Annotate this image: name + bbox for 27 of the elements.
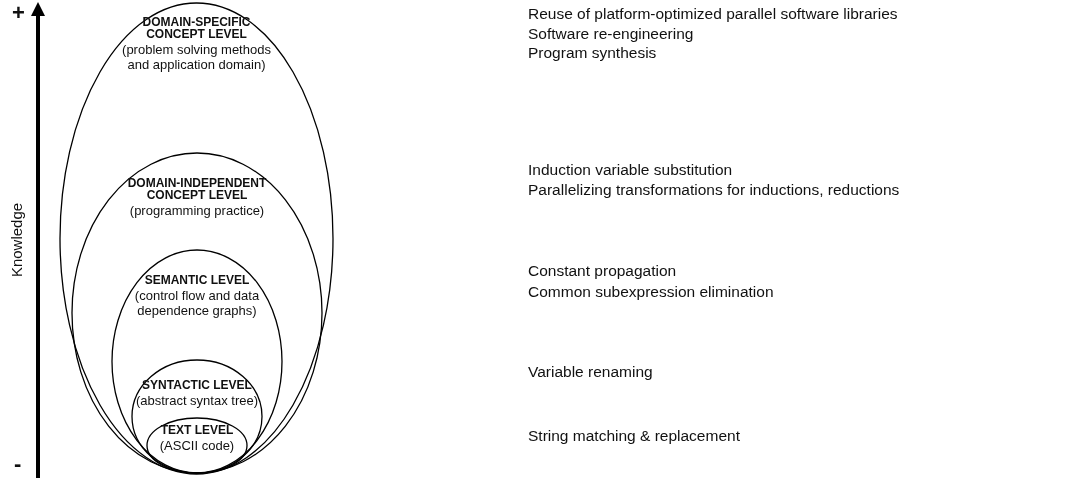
- level-description: (abstract syntax tree): [135, 393, 259, 408]
- technique-text: String matching & replacement: [528, 427, 740, 445]
- minus-sign: -: [14, 455, 22, 473]
- technique-text: Reuse of platform-optimized parallel software libraries: [528, 5, 898, 23]
- level-heading: DOMAIN-INDEPENDENT CONCEPT LEVEL: [126, 177, 268, 201]
- technique-text: Common subexpression elimination: [528, 283, 774, 301]
- level-ellipse: [112, 250, 282, 473]
- level-heading: SYNTACTIC LEVEL: [142, 379, 252, 391]
- level-ellipse: [132, 360, 262, 473]
- level-ellipse: [72, 153, 322, 473]
- level-description: (problem solving methods and application domain): [121, 42, 272, 72]
- level-heading: DOMAIN-SPECIFIC CONCEPT LEVEL: [141, 16, 252, 40]
- level-description: (programming practice): [129, 203, 265, 218]
- technique-text: Constant propagation: [528, 262, 677, 280]
- technique-text: Variable renaming: [528, 363, 653, 381]
- level-heading: TEXT LEVEL: [160, 424, 234, 436]
- level-heading: SEMANTIC LEVEL: [144, 274, 250, 286]
- level-description: (ASCII code): [159, 438, 235, 453]
- technique-text: Software re-engineering: [528, 25, 694, 43]
- axis-label: Knowledge: [8, 202, 26, 278]
- technique-text: Parallelizing transformations for inductions, reductions: [528, 181, 900, 199]
- technique-text: Program synthesis: [528, 44, 657, 62]
- technique-text: Induction variable substitution: [528, 161, 733, 179]
- plus-sign: +: [12, 4, 25, 22]
- level-ellipse: [147, 418, 247, 473]
- level-description: (control flow and data dependence graphs): [133, 288, 261, 318]
- level-ellipse: [60, 3, 333, 474]
